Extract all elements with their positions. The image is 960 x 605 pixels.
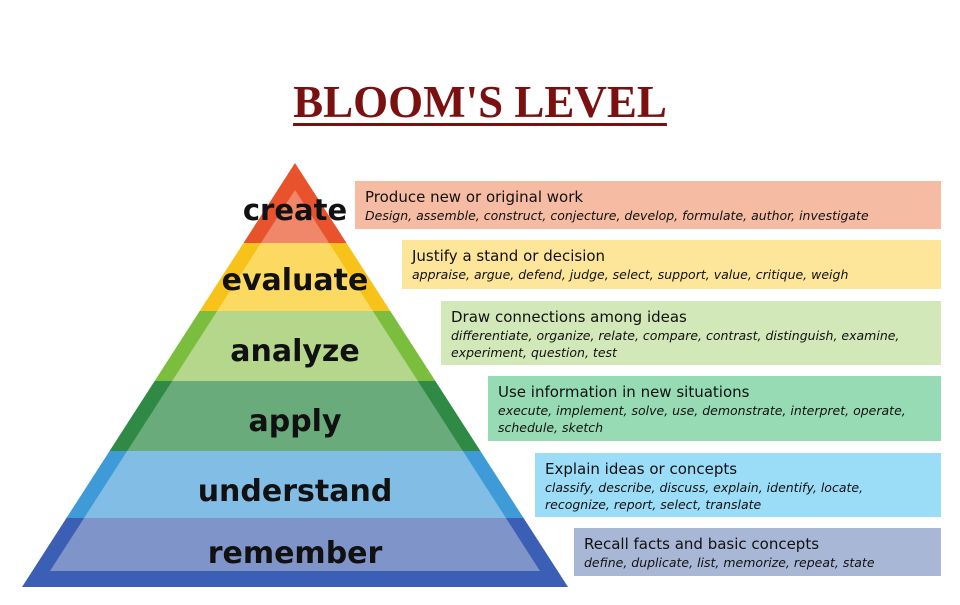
pyramid-band-inner-apply — [127, 381, 463, 451]
level-box-create: Produce new or original work Design, ass… — [355, 181, 941, 229]
pyramid-band-inner-understand — [84, 451, 506, 518]
pyramid-label-apply: apply — [248, 404, 341, 439]
level-verbs: classify, describe, discuss, explain, id… — [545, 480, 864, 512]
pyramid-label-analyze: analyze — [230, 334, 360, 369]
pyramid-label-evaluate: evaluate — [222, 263, 369, 298]
level-verbs: define, duplicate, list, memorize, repea… — [584, 555, 875, 570]
level-box-evaluate: Justify a stand or decision appraise, ar… — [402, 240, 941, 289]
level-heading: Explain ideas or concepts — [545, 460, 738, 478]
level-verbs: appraise, argue, defend, judge, select, … — [412, 267, 849, 282]
level-heading: Recall facts and basic concepts — [584, 535, 820, 553]
diagram-title-text: BLOOM'S LEVEL — [293, 77, 667, 127]
level-verbs: Design, assemble, construct, conjecture,… — [365, 208, 869, 223]
level-heading: Justify a stand or decision — [412, 247, 606, 265]
pyramid-label-understand: understand — [198, 474, 393, 509]
pyramid-band-inner-evaluate — [217, 243, 373, 311]
pyramid-band-inner-analyze — [172, 311, 418, 381]
level-heading: Draw connections among ideas — [451, 308, 687, 326]
pyramid-band-inner-create — [260, 190, 330, 243]
diagram-title: BLOOM'S LEVEL — [0, 76, 960, 128]
pyramid-label-create: create — [243, 193, 347, 227]
pyramid-label-remember: remember — [208, 536, 383, 571]
level-verbs: differentiate, organize, relate, compare… — [451, 328, 900, 360]
level-box-apply: Use information in new situations execut… — [488, 376, 941, 441]
level-box-remember: Recall facts and basic concepts define, … — [574, 528, 941, 576]
pyramid-band-inner-remember — [50, 518, 540, 571]
level-verbs: execute, implement, solve, use, demonstr… — [498, 403, 906, 435]
level-heading: Produce new or original work — [365, 188, 584, 206]
level-box-understand: Explain ideas or concepts classify, desc… — [535, 453, 941, 517]
level-heading: Use information in new situations — [498, 383, 750, 401]
level-box-analyze: Draw connections among ideas differentia… — [441, 301, 941, 365]
